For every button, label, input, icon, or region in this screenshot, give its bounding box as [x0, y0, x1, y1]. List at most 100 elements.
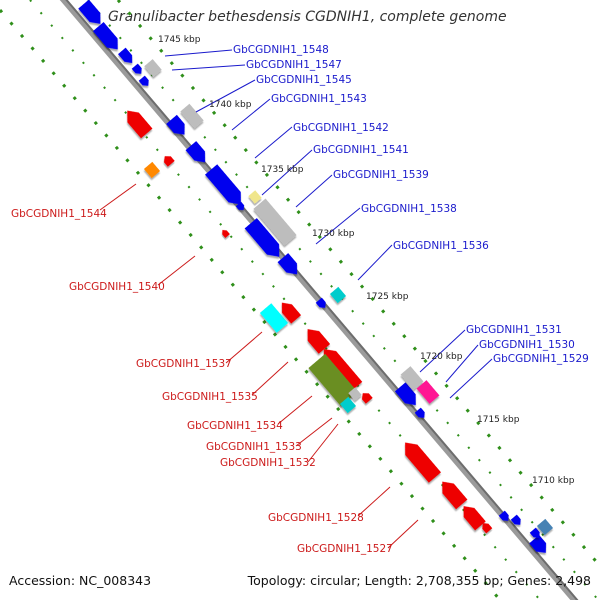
- gene-feature[interactable]: [180, 103, 204, 129]
- tick-mark: [245, 185, 249, 189]
- gene-feature[interactable]: [277, 253, 303, 279]
- gene-feature[interactable]: [510, 514, 524, 528]
- gene-feature[interactable]: [220, 228, 230, 238]
- gene-feature[interactable]: [131, 63, 145, 77]
- tick-mark: [324, 347, 328, 350]
- gene-feature[interactable]: [143, 161, 161, 179]
- label-connector: [315, 207, 361, 245]
- gene-label-1537[interactable]: GbCGDNIH1_1537: [136, 358, 232, 370]
- gene-label-1528[interactable]: GbCGDNIH1_1528: [268, 512, 364, 524]
- gene-feature[interactable]: [339, 396, 357, 414]
- gene-feature[interactable]: [205, 164, 247, 209]
- gene-feature[interactable]: [536, 518, 554, 536]
- gene-feature[interactable]: [529, 527, 543, 541]
- gene-label-1542[interactable]: GbCGDNIH1_1542: [293, 122, 389, 134]
- tick-mark: [499, 483, 502, 487]
- tick-mark: [315, 382, 320, 387]
- gene-feature[interactable]: [359, 390, 373, 404]
- gene-label-1529[interactable]: GbCGDNIH1_1529: [493, 353, 589, 365]
- gene-feature[interactable]: [166, 114, 190, 139]
- gene-feature[interactable]: [92, 22, 123, 54]
- gene-feature[interactable]: [414, 407, 428, 421]
- gene-label-1530[interactable]: GbCGDNIH1_1530: [479, 339, 575, 351]
- tick-mark: [338, 259, 344, 264]
- tick-mark: [180, 73, 185, 78]
- tick-mark: [382, 347, 386, 350]
- tick-mark: [155, 148, 159, 152]
- gene-feature[interactable]: [122, 106, 153, 139]
- gene-label-1547[interactable]: GbCGDNIH1_1547: [246, 59, 342, 71]
- gene-feature[interactable]: [302, 324, 331, 354]
- gene-label-1535[interactable]: GbCGDNIH1_1535: [162, 391, 258, 403]
- tick-mark: [243, 147, 248, 153]
- gene-feature[interactable]: [437, 477, 468, 510]
- gene-feature[interactable]: [348, 387, 362, 401]
- kbp-label: 1710 kbp: [532, 476, 575, 486]
- gene-feature[interactable]: [529, 534, 551, 557]
- genome-title: Granulibacter bethesdensis CGDNIH1, comp…: [108, 9, 507, 25]
- gene-feature[interactable]: [277, 298, 302, 324]
- gene-label-1533[interactable]: GbCGDNIH1_1533: [206, 441, 302, 453]
- gene-feature[interactable]: [248, 190, 262, 204]
- tick-mark: [583, 582, 587, 586]
- tick-mark: [486, 433, 491, 438]
- gene-feature[interactable]: [318, 344, 363, 393]
- gene-feature[interactable]: [480, 521, 493, 534]
- gene-feature[interactable]: [308, 353, 358, 407]
- gene-feature[interactable]: [253, 198, 297, 246]
- gene-label-1545[interactable]: GbCGDNIH1_1545: [256, 74, 352, 86]
- gene-feature[interactable]: [138, 75, 152, 89]
- tick-mark: [594, 595, 597, 599]
- topology-label: Topology: circular; Length: 2,708,355 bp…: [247, 573, 591, 588]
- gene-feature[interactable]: [498, 510, 512, 524]
- tick-mark: [409, 494, 415, 499]
- gene-label-1538[interactable]: GbCGDNIH1_1538: [361, 203, 457, 215]
- gene-label-1548[interactable]: GbCGDNIH1_1548: [233, 44, 329, 56]
- gene-label-1534[interactable]: GbCGDNIH1_1534: [187, 420, 283, 432]
- gene-feature[interactable]: [416, 380, 440, 404]
- gene-feature[interactable]: [400, 366, 424, 390]
- label-connector: [307, 423, 339, 463]
- gene-feature[interactable]: [185, 141, 211, 167]
- tick-mark: [444, 383, 449, 388]
- gene-label-1531[interactable]: GbCGDNIH1_1531: [466, 324, 562, 336]
- tick-mark: [129, 49, 133, 52]
- gene-label-1544[interactable]: GbCGDNIH1_1544: [11, 208, 107, 220]
- gene-feature[interactable]: [259, 303, 289, 333]
- gene-label-1527[interactable]: GbCGDNIH1_1527: [297, 543, 393, 555]
- tick-mark: [41, 58, 46, 63]
- gene-feature[interactable]: [118, 47, 136, 67]
- tick-mark: [19, 33, 25, 39]
- kbp-label: 1745 kbp: [158, 35, 201, 45]
- gene-label-1536[interactable]: GbCGDNIH1_1536: [393, 240, 489, 252]
- gene-feature[interactable]: [161, 153, 175, 167]
- gene-feature[interactable]: [394, 382, 421, 409]
- tick-mark: [435, 409, 439, 412]
- gene-feature[interactable]: [458, 502, 486, 531]
- label-connector: [254, 126, 293, 159]
- tick-mark: [219, 222, 223, 226]
- gene-feature[interactable]: [235, 201, 247, 213]
- gene-label-1532[interactable]: GbCGDNIH1_1532: [220, 457, 316, 469]
- gene-feature[interactable]: [399, 437, 441, 483]
- tick-mark: [303, 322, 307, 326]
- gene-label-1541[interactable]: GbCGDNIH1_1541: [313, 144, 409, 156]
- gene-feature[interactable]: [244, 218, 286, 262]
- gene-feature[interactable]: [78, 0, 106, 28]
- tick-mark: [529, 483, 534, 488]
- tick-mark: [378, 456, 383, 461]
- label-connector: [445, 344, 479, 383]
- gene-label-1539[interactable]: GbCGDNIH1_1539: [333, 169, 429, 181]
- gene-feature[interactable]: [329, 286, 347, 304]
- label-connector: [295, 174, 333, 208]
- gene-label-1543[interactable]: GbCGDNIH1_1543: [271, 93, 367, 105]
- tick-mark: [235, 173, 238, 177]
- gene-feature[interactable]: [144, 59, 162, 77]
- tick-mark: [476, 420, 481, 426]
- gene-label-1540[interactable]: GbCGDNIH1_1540: [69, 281, 165, 293]
- gene-feature[interactable]: [315, 297, 329, 311]
- label-connector: [295, 417, 333, 447]
- tick-mark: [146, 183, 151, 188]
- tick-mark: [282, 297, 286, 301]
- tick-mark: [359, 284, 365, 289]
